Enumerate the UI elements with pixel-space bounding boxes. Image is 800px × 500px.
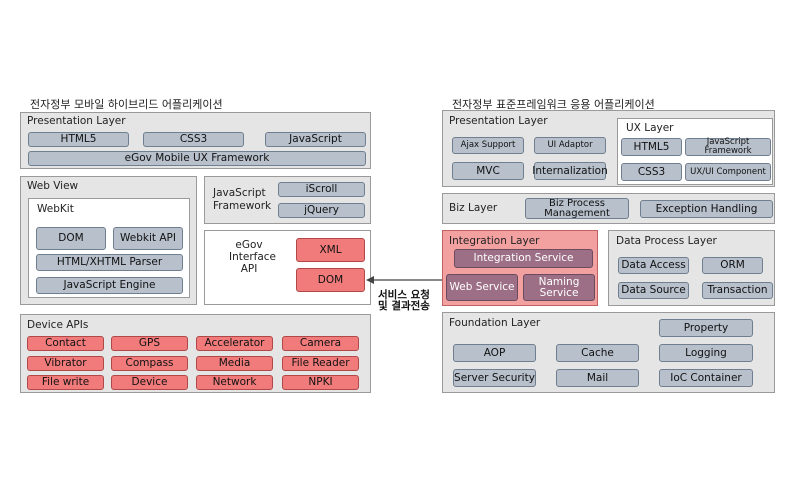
server-security-box: Server Security xyxy=(453,369,536,387)
data-source-box: Data Source xyxy=(618,282,689,299)
foundation-layer-label: Foundation Layer xyxy=(449,317,541,329)
media-box: Media xyxy=(196,356,273,371)
html5-box: HTML5 xyxy=(28,132,129,147)
integration-layer-label: Integration Layer xyxy=(449,235,540,247)
right-presentation-layer-label: Presentation Layer xyxy=(449,115,548,127)
mvc-box: MVC xyxy=(452,162,524,180)
network-box: Network xyxy=(196,375,273,390)
device-box: Device xyxy=(111,375,188,390)
data-access-box: Data Access xyxy=(618,257,689,274)
ux-layer-label: UX Layer xyxy=(626,122,674,134)
ioc-container-box: IoC Container xyxy=(659,369,753,387)
css3-box: CSS3 xyxy=(143,132,244,147)
webkit-panel: WebKit DOM Webkit API HTML/XHTML Parser … xyxy=(28,198,190,298)
iscroll-box: iScroll xyxy=(278,182,365,197)
camera-box: Camera xyxy=(282,336,359,351)
xml-box: XML xyxy=(296,238,365,262)
jquery-box: jQuery xyxy=(278,203,365,218)
device-apis-panel: Device APIs Contact GPS Accelerator Came… xyxy=(20,314,371,393)
javascript-framework-label: JavaScript Framework xyxy=(213,187,272,212)
exception-handling-box: Exception Handling xyxy=(640,200,773,218)
ux-layer-panel: UX Layer HTML5 JavaScript Framework CSS3… xyxy=(617,118,773,185)
presentation-layer-label: Presentation Layer xyxy=(27,115,126,127)
dom-box: DOM xyxy=(36,227,106,250)
egov-mobile-ux-framework-box: eGov Mobile UX Framework xyxy=(28,151,366,166)
javascript-box: JavaScript xyxy=(265,132,366,147)
web-service-box: Web Service xyxy=(446,274,518,301)
javascript-engine-box: JavaScript Engine xyxy=(36,277,183,294)
html-parser-box: HTML/XHTML Parser xyxy=(36,254,183,271)
integration-service-box: Integration Service xyxy=(454,249,593,268)
web-view-label: Web View xyxy=(27,180,79,192)
webkit-api-box: Webkit API xyxy=(113,227,183,250)
vibrator-box: Vibrator xyxy=(27,356,104,371)
webkit-label: WebKit xyxy=(37,203,74,215)
right-title: 전자정부 표준프레임워크 응용 어플리케이션 xyxy=(452,98,655,111)
biz-layer-panel: Biz Layer Biz Process Management Excepti… xyxy=(442,193,775,224)
biz-layer-label: Biz Layer xyxy=(449,202,498,214)
interface-dom-box: DOM xyxy=(296,268,365,292)
aop-box: AOP xyxy=(453,344,536,362)
npki-box: NPKI xyxy=(282,375,359,390)
mail-box: Mail xyxy=(556,369,639,387)
gps-box: GPS xyxy=(111,336,188,351)
accelerator-box: Accelerator xyxy=(196,336,273,351)
javascript-framework-panel: JavaScript Framework iScroll jQuery xyxy=(204,176,371,224)
ux-html5-box: HTML5 xyxy=(621,138,682,156)
web-view-panel: Web View WebKit DOM Webkit API HTML/XHTM… xyxy=(20,176,197,305)
naming-service-box: Naming Service xyxy=(523,274,595,301)
compass-box: Compass xyxy=(111,356,188,371)
ux-ui-component-box: UX/UI Component xyxy=(685,163,771,181)
contact-box: Contact xyxy=(27,336,104,351)
left-title: 전자정부 모바일 하이브리드 어플리케이션 xyxy=(30,98,223,111)
integration-layer-panel: Integration Layer Integration Service We… xyxy=(442,230,598,306)
cache-box: Cache xyxy=(556,344,639,362)
data-process-layer-label: Data Process Layer xyxy=(616,235,717,247)
data-process-layer-panel: Data Process Layer Data Access ORM Data … xyxy=(608,230,775,306)
biz-process-management-box: Biz Process Management xyxy=(525,198,629,219)
presentation-layer-panel: Presentation Layer HTML5 CSS3 JavaScript… xyxy=(20,112,371,169)
property-box: Property xyxy=(659,319,753,337)
transaction-box: Transaction xyxy=(702,282,773,299)
device-apis-label: Device APIs xyxy=(27,319,89,331)
right-presentation-layer-panel: Presentation Layer Ajax Support UI Adapt… xyxy=(442,110,775,187)
file-reader-box: File Reader xyxy=(282,356,359,371)
logging-box: Logging xyxy=(659,344,753,362)
service-request-line2: 및 결과전송 xyxy=(378,300,430,312)
internalization-box: Internalization xyxy=(532,162,608,180)
service-request-line1: 서비스 요청 xyxy=(378,289,430,301)
foundation-layer-panel: Foundation Layer Property AOP Cache Logg… xyxy=(442,312,775,393)
ux-css3-box: CSS3 xyxy=(621,163,682,181)
file-write-box: File write xyxy=(27,375,104,390)
service-request-label: 서비스 요청 및 결과전송 xyxy=(378,290,430,312)
ux-javascript-framework-box: JavaScript Framework xyxy=(685,138,771,156)
ajax-support-box: Ajax Support xyxy=(452,137,524,154)
egov-interface-api-panel: eGov Interface API XML DOM xyxy=(204,230,371,305)
ui-adaptor-box: UI Adaptor xyxy=(534,137,606,154)
egov-interface-api-label: eGov Interface API xyxy=(229,239,277,275)
orm-box: ORM xyxy=(702,257,763,274)
